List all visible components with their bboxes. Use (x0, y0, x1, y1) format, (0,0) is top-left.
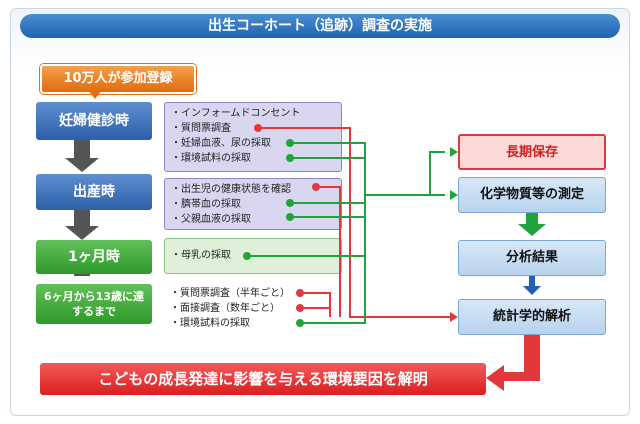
group-item: ・質問票調査（半年ごと） (170, 288, 290, 299)
arrowhead-long-term (450, 147, 458, 157)
red-line-health (316, 186, 341, 317)
stage-pregnancy-checkup: 妊婦健診時 (36, 102, 152, 140)
arrow-chemical-to-analysis-head (518, 224, 546, 236)
stage-one-month: 1ヶ月時 (36, 240, 152, 274)
green-line-followup-env (300, 256, 366, 324)
group-item: ・質問票調査 (171, 123, 231, 134)
stage-birth: 出産時 (36, 174, 152, 210)
participant-callout: 10万人が参加登録 (40, 64, 196, 94)
arrowhead-statistics (450, 312, 458, 322)
group-item: ・母乳の採取 (171, 250, 231, 261)
green-line-blood (290, 142, 445, 196)
dot-green (243, 252, 251, 260)
group-followup: ・質問票調査（半年ごと） ・面接調査（数年ごと） ・環境試料の採取 (164, 283, 342, 333)
box-chemical-measurement: 化学物質等の測定 (458, 177, 606, 213)
box-statistical-analysis: 統計学的解析 (458, 299, 606, 335)
green-line-long-term (429, 151, 445, 195)
dot-green (286, 154, 294, 162)
dot-green (286, 213, 294, 221)
arrow-chemical-to-analysis-shaft (526, 212, 538, 224)
stage-six-months-to-13: 6ヶ月から13歳に達するまで (36, 284, 152, 324)
box-analysis-results: 分析結果 (458, 240, 606, 276)
group-item: ・インフォームドコンセント (171, 108, 301, 119)
group-item: ・妊婦血液、尿の採取 (171, 138, 271, 149)
callout-pointer (88, 90, 102, 99)
group-pregnancy: ・インフォームドコンセント ・質問票調査 ・妊婦血液、尿の採取 ・環境試料の採取 (164, 102, 342, 172)
group-item: ・父親血液の採取 (171, 214, 251, 225)
group-item: ・環境試料の採取 (170, 318, 250, 329)
dot-green (286, 139, 294, 147)
arrow-stats-to-goal (486, 335, 540, 391)
dot-red (312, 183, 320, 191)
goal-banner: こどもの成長発達に影響を与える環境要因を解明 (40, 363, 486, 395)
group-item: ・臍帯血の採取 (171, 199, 241, 210)
diagram-title: 出生コーホート（追跡）調査の実施 (20, 14, 620, 38)
arrow-analysis-to-stats-head (523, 286, 541, 295)
dot-red (296, 304, 304, 312)
group-item: ・面接調査（数年ごと） (170, 303, 280, 314)
group-item: ・出生児の健康状態を確認 (171, 184, 291, 195)
red-line-followup-questionnaire (300, 292, 331, 317)
dot-green (296, 319, 304, 327)
dot-red (296, 289, 304, 297)
box-long-term-storage: 長期保存 (458, 134, 606, 170)
red-line-questionnaire (258, 127, 450, 318)
group-item: ・環境試料の採取 (171, 153, 251, 164)
arrow-analysis-to-stats-shaft (529, 276, 535, 286)
dot-green (286, 199, 294, 207)
green-line-breastmilk (247, 195, 366, 257)
dot-red (254, 124, 262, 132)
arrowhead-chemical (450, 190, 458, 200)
